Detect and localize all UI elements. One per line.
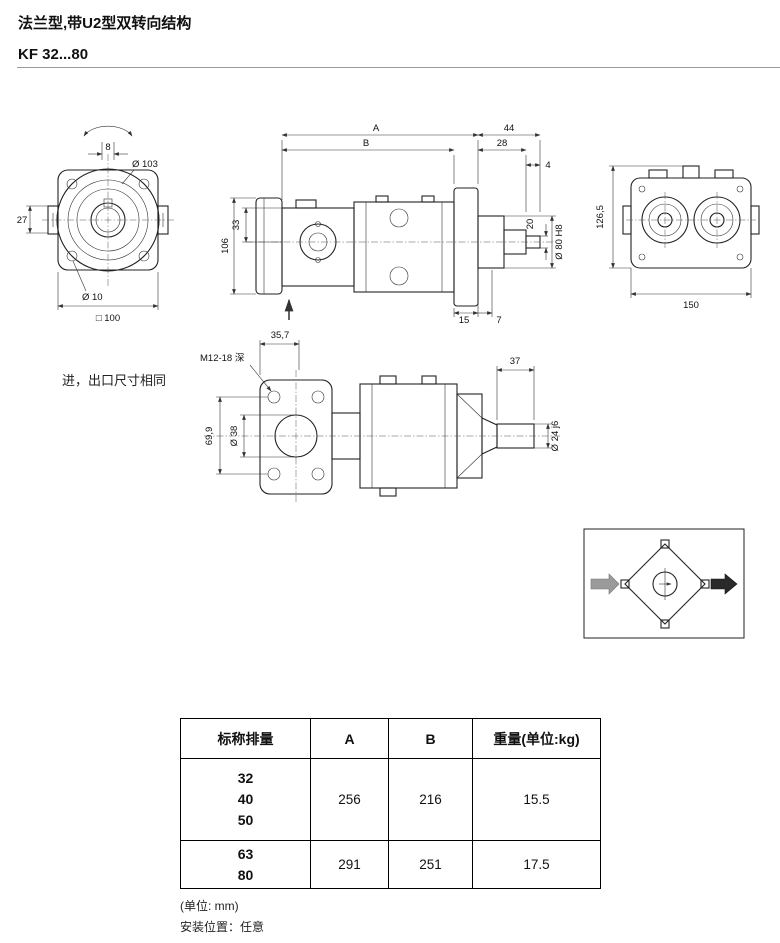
side-pump-body — [246, 187, 556, 307]
dim-15: 15 — [459, 315, 470, 326]
dim-44: 44 — [504, 123, 515, 134]
valve-diamond — [620, 539, 710, 629]
dim-A: A — [373, 123, 380, 134]
dim-key-width: 8 — [105, 142, 110, 153]
flow-schematic — [583, 528, 745, 639]
spec-table: 标称排量 A B 重量(单位:kg) 32 40 50 256 216 15.5… — [180, 718, 601, 889]
col-header-displacement: 标称排量 — [180, 718, 311, 759]
page-title: 法兰型,带U2型双转向结构 — [18, 15, 192, 32]
mounting-note: 安装位置：任意 — [180, 920, 265, 934]
cell-b: 251 — [388, 840, 473, 889]
dim-126-5: 126,5 — [595, 205, 606, 229]
dim-37: 37 — [510, 356, 521, 367]
dim-150: 150 — [683, 300, 699, 311]
dim-27: 27 — [17, 215, 28, 226]
dim-shaft-24j6: Ø 24 j6 — [550, 421, 561, 452]
table-row: 32 40 50 256 216 15.5 — [180, 758, 601, 841]
rear-pump-body — [622, 165, 760, 269]
dim-bolt-hole: Ø 10 — [82, 292, 103, 303]
dim-flange-dia: Ø 103 — [132, 159, 158, 170]
dim-69-9: 69,9 — [204, 427, 215, 446]
thread-callout: M12-18 深 — [200, 353, 245, 364]
bottom-view-drawing: 35,7 M12-18 深 69,9 Ø 38 37 Ø 24 j6 — [200, 330, 561, 504]
cell-displacement: 63 80 — [180, 840, 311, 889]
dim-106: 106 — [220, 238, 231, 254]
cell-a: 291 — [310, 840, 389, 889]
divider-line — [17, 67, 780, 68]
col-header-b: B — [388, 718, 473, 759]
dim-square-100: □ 100 — [96, 313, 120, 324]
dim-4: 4 — [545, 160, 550, 171]
model-code: KF 32...80 — [18, 46, 89, 63]
dim-28: 28 — [497, 138, 508, 149]
col-header-a: A — [310, 718, 389, 759]
schematic-frame — [583, 528, 745, 639]
cell-weight: 15.5 — [472, 758, 601, 841]
dim-spigot-dia: Ø 80 H8 — [554, 224, 565, 259]
dim-bore-38: Ø 38 — [229, 426, 240, 447]
unit-note: (单位: mm) — [180, 899, 239, 913]
front-flange-body — [42, 154, 174, 286]
bottom-pump-body — [204, 370, 560, 504]
cell-weight: 17.5 — [472, 840, 601, 889]
rear-view-drawing: 126,5 150 — [595, 165, 760, 311]
dim-20: 20 — [525, 219, 536, 230]
col-header-weight: 重量(单位:kg) — [472, 718, 601, 759]
port-note: 进，出口尺寸相同 — [62, 373, 167, 388]
outlet-arrow-icon — [710, 573, 738, 595]
dim-B: B — [363, 138, 369, 149]
table-header-row: 标称排量 A B 重量(单位:kg) — [180, 718, 601, 759]
inlet-arrow-icon — [590, 573, 620, 595]
cell-b: 216 — [388, 758, 473, 841]
cell-displacement: 32 40 50 — [180, 758, 311, 841]
dim-7: 7 — [496, 315, 501, 326]
side-view-drawing: A 44 B 28 4 33 106 Ø 80 H8 20 15 7 — [220, 123, 565, 326]
table-row: 63 80 291 251 17.5 — [180, 840, 601, 889]
front-view-drawing: 8 Ø 103 27 Ø 1 — [17, 125, 174, 324]
rotation-arrow-icon — [83, 125, 133, 137]
dim-33: 33 — [231, 220, 242, 231]
dim-35-7: 35,7 — [271, 330, 290, 341]
cell-a: 256 — [310, 758, 389, 841]
